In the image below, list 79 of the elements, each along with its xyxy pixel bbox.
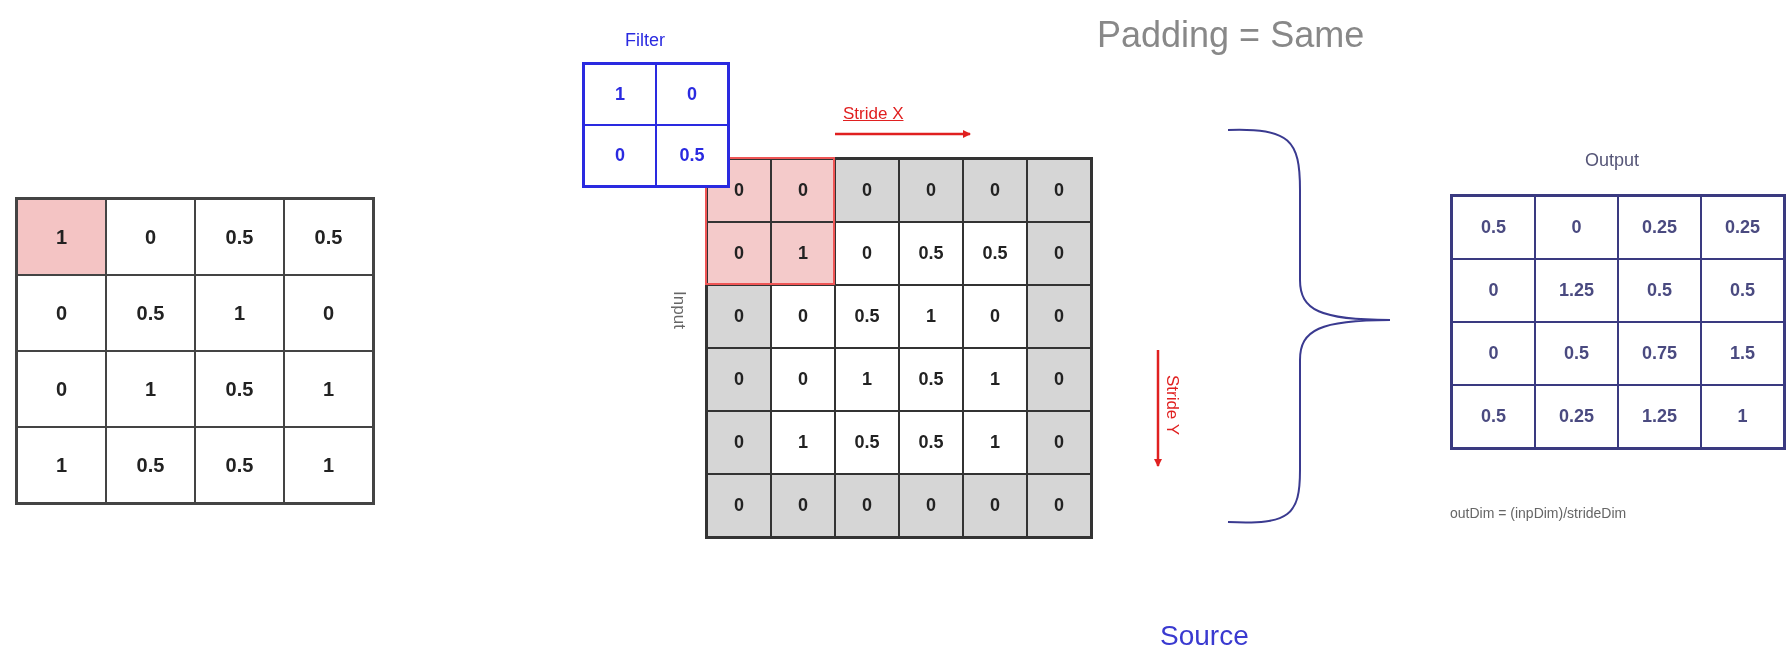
source-link: Source <box>1160 620 1249 652</box>
grid-cell: 0.5 <box>195 427 284 503</box>
grid-cell: 1 <box>963 348 1027 411</box>
grid-cell: 0 <box>1027 222 1091 285</box>
grid-cell: 1 <box>284 427 373 503</box>
grid-cell: 0 <box>656 64 728 125</box>
grid-cell: 0 <box>771 474 835 537</box>
grid-cell: 0 <box>835 474 899 537</box>
filter-heading: Filter <box>625 30 665 51</box>
grid-cell: 0.5 <box>1618 259 1701 322</box>
grid-cell: 0 <box>835 222 899 285</box>
grid-cell: 0.5 <box>656 125 728 186</box>
grid-cell: 0 <box>1027 348 1091 411</box>
axis-label: Input <box>668 291 689 329</box>
grid-cell: 0.5 <box>899 411 963 474</box>
grid-cell: 1 <box>1701 385 1784 448</box>
direction-label: Stride X <box>843 104 904 124</box>
grid-cell: 1 <box>195 275 284 351</box>
grid-cell: 0.5 <box>899 222 963 285</box>
grid-cell: 0 <box>1452 259 1535 322</box>
grid-cell: 0.5 <box>106 275 195 351</box>
grid-cell: 0 <box>106 199 195 275</box>
grid-cell: 1 <box>284 351 373 427</box>
grid-cell: 0.5 <box>1535 322 1618 385</box>
grid-cell: 0.5 <box>835 285 899 348</box>
grid-cell: 0.5 <box>1452 385 1535 448</box>
output-heading: Output <box>1585 150 1640 171</box>
grid-cell: 0 <box>1452 322 1535 385</box>
grid-cell: 0 <box>1027 474 1091 537</box>
grid-cell: 0 <box>1535 196 1618 259</box>
grid-cell: 0.5 <box>1701 259 1784 322</box>
grid-cell: 0 <box>707 222 771 285</box>
grid-cell: 1 <box>899 285 963 348</box>
grid-cell: 0 <box>835 159 899 222</box>
grid-cell: 0 <box>771 159 835 222</box>
grid-cell: 0.5 <box>899 348 963 411</box>
direction-label: Stride Y <box>1162 374 1183 436</box>
grid-cell: 0.75 <box>1618 322 1701 385</box>
grid-cell: 0.25 <box>1618 196 1701 259</box>
grid-cell: 0 <box>1027 159 1091 222</box>
grid-cell: 1.25 <box>1535 259 1618 322</box>
grid-cell: 0 <box>899 159 963 222</box>
grid-cell: 1 <box>835 348 899 411</box>
grid-cell: 0 <box>707 474 771 537</box>
grid-cell: 0 <box>584 125 656 186</box>
grid-cell: 0 <box>771 285 835 348</box>
grid-cell: 0 <box>17 351 106 427</box>
grid-cell: 0.5 <box>284 199 373 275</box>
grid-cell: 0 <box>1027 285 1091 348</box>
grid-cell: 0.5 <box>835 411 899 474</box>
grid-cell: 0 <box>284 275 373 351</box>
title: Padding = Same <box>1097 14 1365 56</box>
grid-cell: 1.5 <box>1701 322 1784 385</box>
grid-cell: 1.25 <box>1618 385 1701 448</box>
grid-cell: 1 <box>17 427 106 503</box>
grid-cell: 1 <box>17 199 106 275</box>
grid-cell: 1 <box>584 64 656 125</box>
grid-cell: 0.5 <box>963 222 1027 285</box>
grid-cell: 0.5 <box>195 351 284 427</box>
grid-cell: 0 <box>963 159 1027 222</box>
grid-cell: 1 <box>963 411 1027 474</box>
grid-cell: 0 <box>707 348 771 411</box>
grid-cell: 0 <box>17 275 106 351</box>
grid-cell: 0.25 <box>1535 385 1618 448</box>
grid-cell: 0 <box>707 285 771 348</box>
grid-cell: 0 <box>707 411 771 474</box>
grid-cell: 0.25 <box>1701 196 1784 259</box>
grid-cell: 0 <box>771 348 835 411</box>
grid-cell: 0 <box>963 285 1027 348</box>
grid-cell: 1 <box>771 222 835 285</box>
formula-text: outDim = (inpDim)/strideDim <box>1450 505 1627 521</box>
grid-cell: 0 <box>963 474 1027 537</box>
grid-cell: 1 <box>771 411 835 474</box>
grid-cell: 0.5 <box>1452 196 1535 259</box>
grid-cell: 1 <box>106 351 195 427</box>
grid-cell: 0 <box>899 474 963 537</box>
grid-cell: 0.5 <box>106 427 195 503</box>
grid-cell: 0 <box>1027 411 1091 474</box>
grid-cell: 0.5 <box>195 199 284 275</box>
